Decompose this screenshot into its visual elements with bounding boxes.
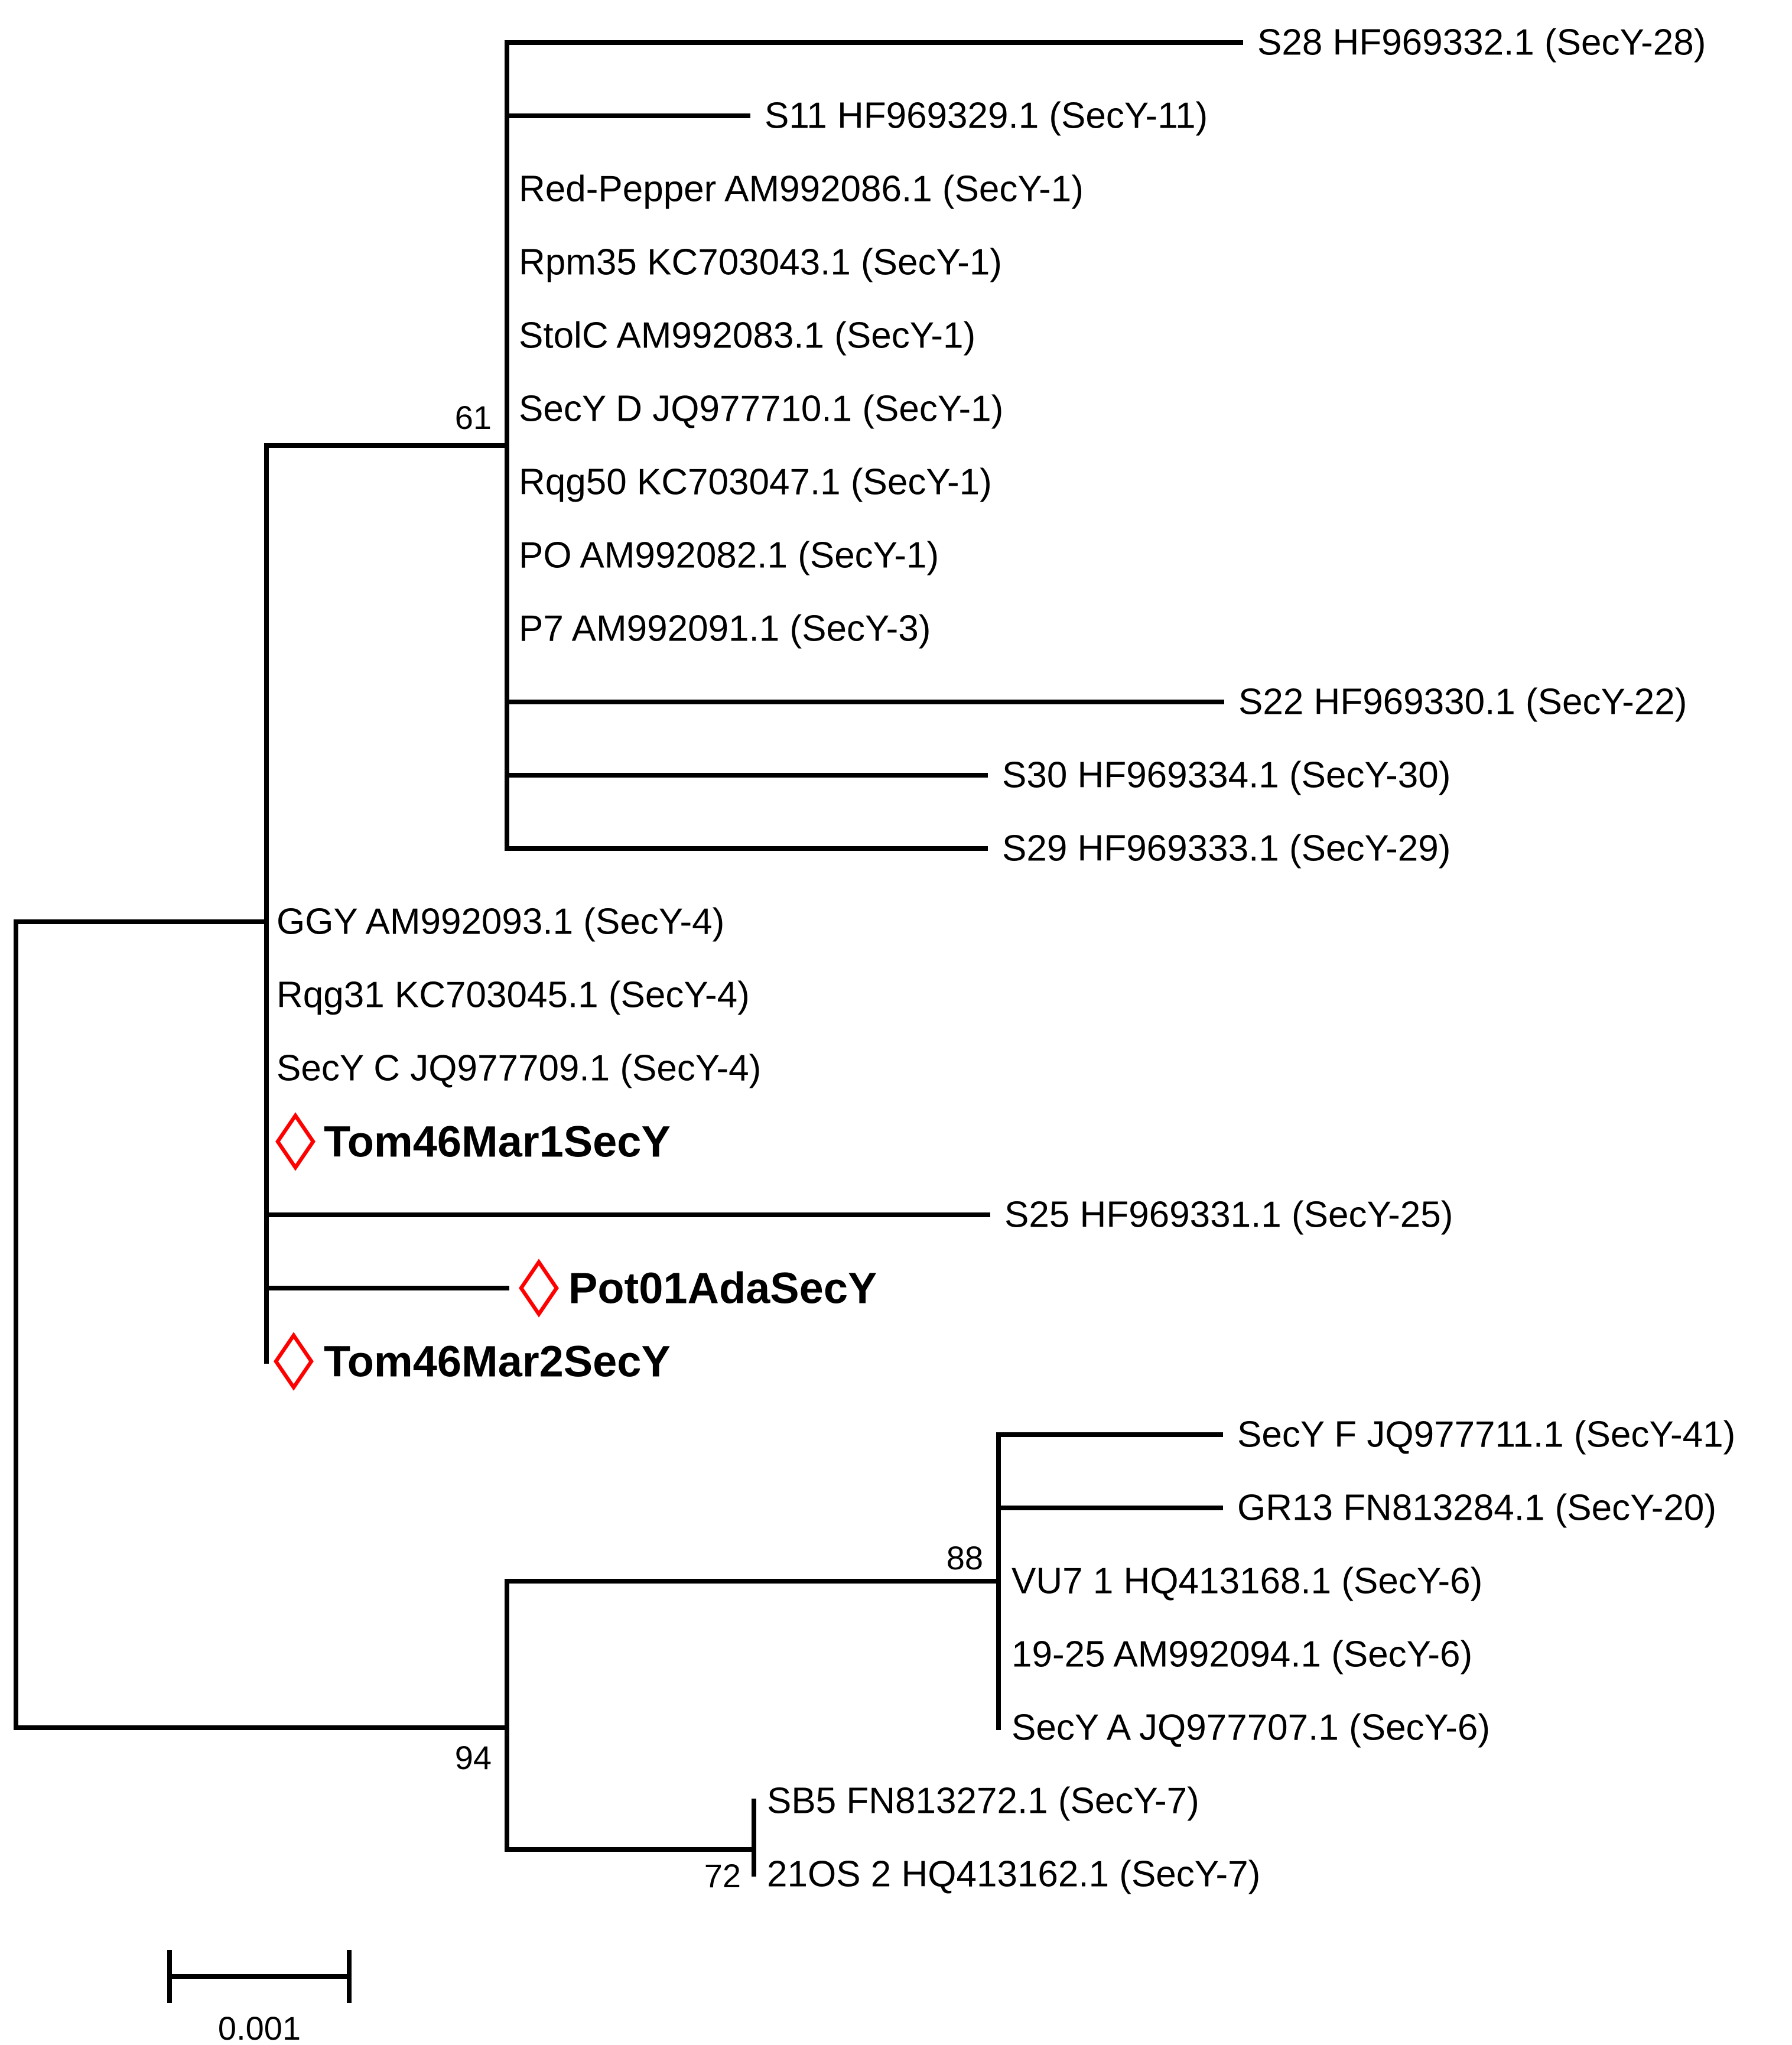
- taxon-label: VU7 1 HQ413168.1 (SecY-6): [1012, 1561, 1482, 1602]
- taxon-label: S28 HF969332.1 (SecY-28): [1257, 22, 1706, 63]
- taxon-label: S11 HF969329.1 (SecY-11): [765, 96, 1208, 136]
- bootstrap-value: 72: [704, 1857, 741, 1894]
- taxon-label: S25 HF969331.1 (SecY-25): [1004, 1195, 1453, 1236]
- taxon-label: SecY F JQ977711.1 (SecY-41): [1237, 1415, 1735, 1455]
- taxon-label: StolC AM992083.1 (SecY-1): [519, 316, 975, 356]
- diamond-icon: [275, 1112, 316, 1171]
- taxon-label: 21OS 2 HQ413162.1 (SecY-7): [767, 1854, 1260, 1895]
- taxon-label: 19-25 AM992094.1 (SecY-6): [1012, 1634, 1472, 1675]
- taxon-label: Tom46Mar1SecY: [324, 1117, 671, 1166]
- taxon-label: S22 HF969330.1 (SecY-22): [1238, 682, 1687, 723]
- taxon-label: Red-Pepper AM992086.1 (SecY-1): [519, 169, 1084, 210]
- taxon-label: Rqg31 KC703045.1 (SecY-4): [277, 975, 750, 1016]
- diamond-icon: [519, 1259, 559, 1318]
- bootstrap-value: 94: [455, 1739, 492, 1776]
- bootstrap-value: 88: [947, 1539, 983, 1576]
- taxon-label: S29 HF969333.1 (SecY-29): [1002, 828, 1450, 869]
- taxon-label: SB5 FN813272.1 (SecY-7): [767, 1781, 1199, 1822]
- taxon-label: Rpm35 KC703043.1 (SecY-1): [519, 242, 1002, 283]
- taxon-label: SecY A JQ977707.1 (SecY-6): [1012, 1708, 1490, 1748]
- taxon-label: GR13 FN813284.1 (SecY-20): [1237, 1488, 1716, 1529]
- bootstrap-value: 61: [455, 399, 492, 436]
- taxon-label: Tom46Mar2SecY: [324, 1337, 671, 1386]
- taxon-label: SecY D JQ977710.1 (SecY-1): [519, 389, 1003, 430]
- taxon-label: S30 HF969334.1 (SecY-30): [1002, 755, 1450, 796]
- taxon-label: P7 AM992091.1 (SecY-3): [519, 609, 931, 649]
- diamond-icon: [274, 1332, 314, 1391]
- taxon-label: GGY AM992093.1 (SecY-4): [277, 902, 724, 942]
- taxon-label: Pot01AdaSecY: [568, 1264, 877, 1313]
- scale-bar-label: 0.001: [218, 2010, 301, 2045]
- taxon-label: PO AM992082.1 (SecY-1): [519, 535, 939, 576]
- taxon-label: SecY C JQ977709.1 (SecY-4): [277, 1048, 761, 1089]
- taxon-label: Rqg50 KC703047.1 (SecY-1): [519, 462, 992, 503]
